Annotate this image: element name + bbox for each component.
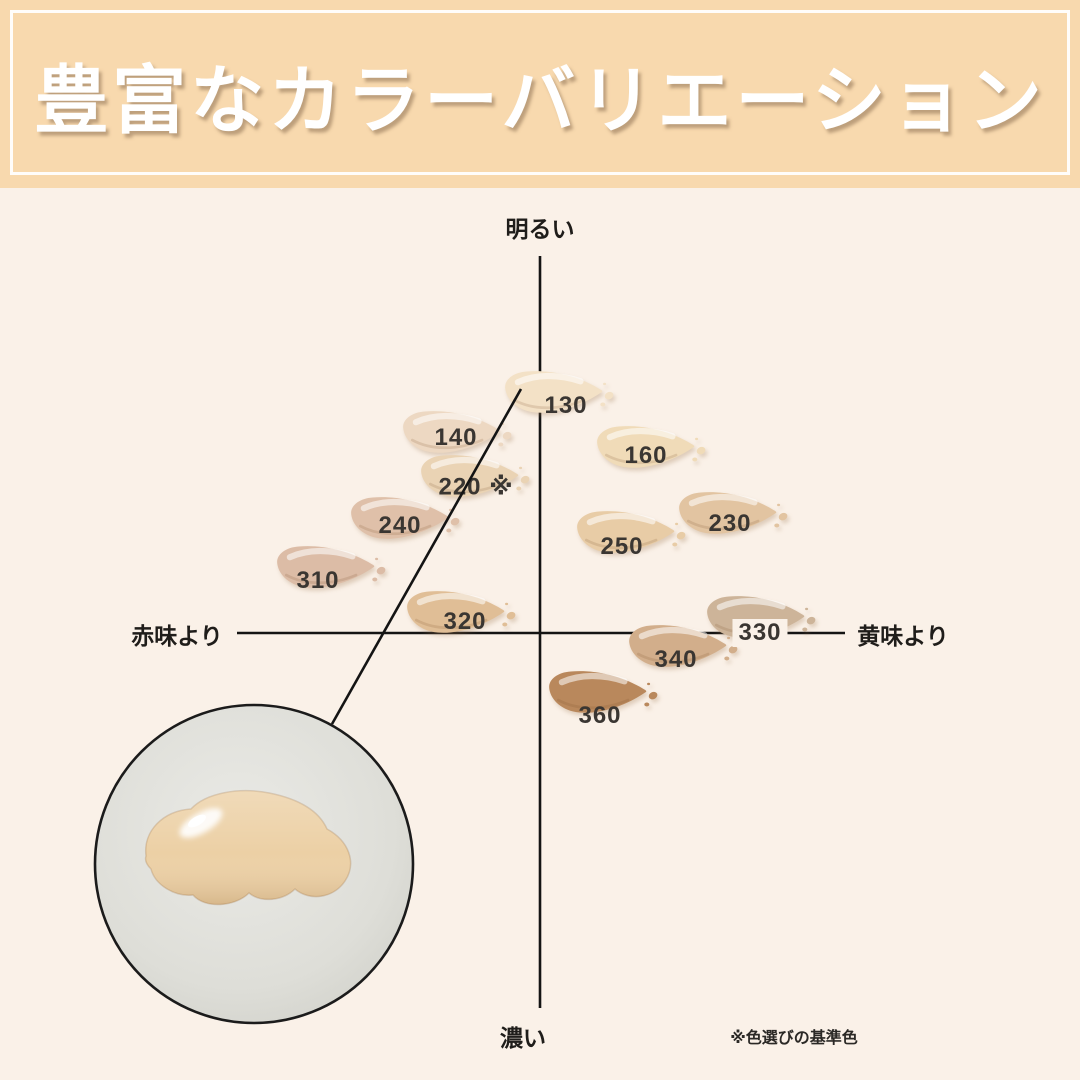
shade-number-label: 360 [578, 702, 622, 729]
shade-number-label: 230 [708, 510, 752, 537]
shade-number-label: 250 [600, 533, 644, 560]
shade-number-label: 340 [654, 646, 698, 673]
shade-number-label: 320 [443, 608, 487, 635]
axis-label-dark: 濃い [500, 1025, 546, 1051]
shade-number-label: 130 [544, 392, 588, 419]
page-title: 豊富なカラーバリエーション [34, 58, 1046, 142]
header-banner: 豊富なカラーバリエーション [0, 0, 1080, 188]
footnote-reference-color: ※色選びの基準色 [730, 1030, 858, 1047]
shade-number-label: 330 [732, 619, 788, 647]
shade-number-label: 310 [296, 567, 340, 594]
shade-number-label: 140 [434, 424, 478, 451]
axis-label-yellowish: 黄味より [857, 623, 949, 649]
axis-label-reddish: 赤味より [131, 623, 223, 649]
shade-number-label: 160 [624, 442, 668, 469]
shade-number-label: 240 [378, 512, 422, 539]
axis-label-bright: 明るい [505, 216, 575, 242]
magnified-foundation-drop [144, 790, 352, 906]
shade-number-label: 220 ※ [438, 473, 514, 501]
magnifier-circle [93, 703, 415, 1025]
